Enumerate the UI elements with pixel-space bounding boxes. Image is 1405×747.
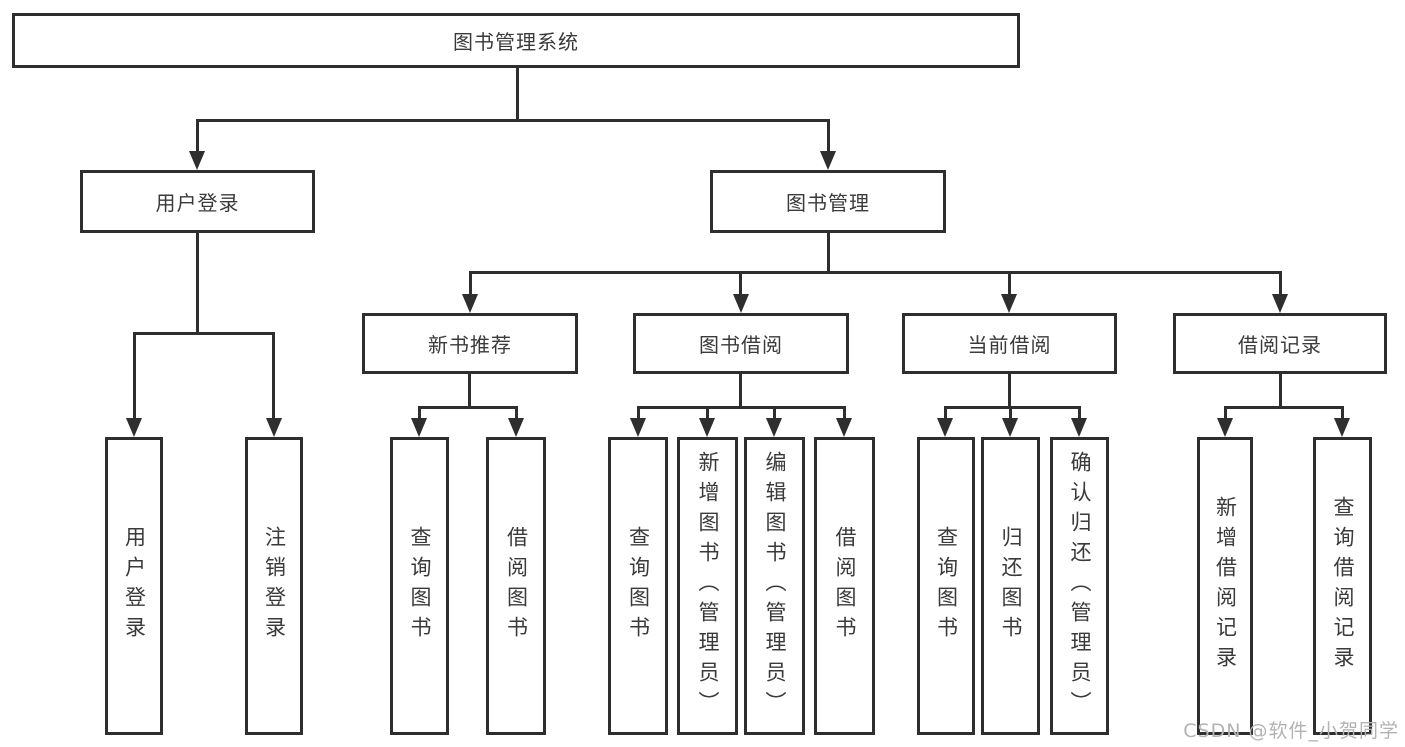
leaf-query-books-borrow: 查询图书 [608, 437, 668, 735]
leaf-add-books-admin-label: 新增图书（管理员） [696, 451, 720, 721]
node-library-system-label: 图书管理系统 [453, 30, 579, 54]
arrowhead-down-icon [508, 418, 524, 437]
leaf-query-borrow-record-label: 查询借阅记录 [1331, 496, 1355, 676]
leaf-return-books: 归还图书 [981, 437, 1040, 735]
connector-line [739, 271, 742, 296]
node-current-borrow: 当前借阅 [902, 313, 1117, 374]
connector-line [944, 406, 1081, 409]
connector-line [272, 332, 275, 420]
arrowhead-down-icon [699, 418, 715, 437]
connector-line [1009, 406, 1012, 420]
node-user-login: 用户登录 [80, 170, 315, 233]
connector-line [418, 406, 518, 409]
connector-line [637, 406, 640, 420]
connector-line [515, 406, 518, 420]
connector-line [133, 332, 136, 420]
leaf-logout: 注销登录 [245, 437, 303, 735]
leaf-borrow-books-recommend: 借阅图书 [486, 437, 546, 735]
arrowhead-down-icon [1002, 418, 1018, 437]
arrowhead-down-icon [766, 418, 782, 437]
leaf-borrow-books: 借阅图书 [814, 437, 875, 735]
leaf-borrow-books-label: 借阅图书 [833, 526, 857, 646]
leaf-borrow-books-recommend-label: 借阅图书 [504, 526, 529, 646]
leaf-query-borrow-record: 查询借阅记录 [1313, 437, 1372, 735]
arrowhead-down-icon [1001, 294, 1017, 313]
connector-line [827, 119, 830, 153]
node-book-management: 图书管理 [710, 170, 946, 233]
node-new-book-recommend-label: 新书推荐 [428, 333, 512, 357]
leaf-query-books-recommend: 查询图书 [390, 437, 449, 735]
arrowhead-down-icon [836, 418, 852, 437]
arrowhead-down-icon [266, 418, 282, 437]
leaf-add-books-admin: 新增图书（管理员） [677, 437, 738, 735]
node-borrow-records-label: 借阅记录 [1238, 333, 1322, 357]
connector-line [1008, 374, 1011, 409]
leaf-confirm-return-admin: 确认归还（管理员） [1050, 437, 1109, 735]
leaf-confirm-return-admin-label: 确认归还（管理员） [1068, 451, 1092, 721]
node-book-management-label: 图书管理 [786, 191, 870, 215]
leaf-query-books-recommend-label: 查询图书 [408, 526, 432, 646]
connector-line [133, 332, 275, 335]
connector-line [1279, 374, 1282, 409]
connector-line [739, 374, 742, 409]
arrowhead-down-icon [126, 418, 142, 437]
leaf-user-login: 用户登录 [105, 437, 163, 735]
connector-line [706, 406, 709, 420]
connector-line [1008, 271, 1011, 296]
leaf-return-books-label: 归还图书 [999, 526, 1023, 646]
arrowhead-down-icon [1334, 418, 1350, 437]
leaf-logout-label: 注销登录 [262, 526, 287, 646]
node-borrow-records: 借阅记录 [1173, 313, 1387, 374]
connector-line [468, 374, 471, 409]
arrowhead-down-icon [820, 151, 836, 170]
csdn-watermark: CSDN @软件_小贺同学 [1183, 720, 1399, 742]
arrowhead-down-icon [1217, 418, 1233, 437]
connector-line [418, 406, 421, 420]
node-library-system: 图书管理系统 [12, 13, 1020, 68]
connector-line [944, 406, 947, 420]
node-user-login-label: 用户登录 [155, 191, 240, 215]
arrowhead-down-icon [189, 151, 205, 170]
connector-line [1341, 406, 1344, 420]
leaf-query-books-current-label: 查询图书 [934, 526, 959, 646]
node-new-book-recommend: 新书推荐 [362, 313, 578, 374]
connector-line [1078, 406, 1081, 420]
connector-line [1224, 406, 1227, 420]
connector-line [637, 406, 846, 409]
connector-line [196, 233, 199, 333]
leaf-query-books-current: 查询图书 [917, 437, 975, 735]
node-book-borrow: 图书借阅 [633, 313, 849, 374]
leaf-add-borrow-record-label: 新增借阅记录 [1213, 496, 1238, 676]
leaf-edit-books-admin-label: 编辑图书（管理员） [763, 451, 787, 721]
arrowhead-down-icon [630, 418, 646, 437]
connector-line [1224, 406, 1344, 409]
connector-line [196, 119, 829, 122]
connector-line [773, 406, 776, 420]
arrowhead-down-icon [411, 418, 427, 437]
connector-line [516, 68, 519, 120]
node-current-borrow-label: 当前借阅 [967, 333, 1052, 357]
leaf-user-login-label: 用户登录 [122, 526, 147, 646]
connector-line [843, 406, 846, 420]
arrowhead-down-icon [733, 294, 749, 313]
leaf-add-borrow-record: 新增借阅记录 [1197, 437, 1253, 735]
connector-line [1279, 271, 1282, 296]
connector-line [469, 271, 1282, 274]
arrowhead-down-icon [1071, 418, 1087, 437]
arrowhead-down-icon [462, 294, 478, 313]
arrowhead-down-icon [937, 418, 953, 437]
connector-line [469, 271, 472, 296]
connector-line [827, 233, 830, 274]
node-book-borrow-label: 图书借阅 [699, 333, 783, 357]
leaf-query-books-borrow-label: 查询图书 [626, 526, 651, 646]
leaf-edit-books-admin: 编辑图书（管理员） [744, 437, 805, 735]
connector-line [196, 119, 199, 153]
arrowhead-down-icon [1272, 294, 1288, 313]
